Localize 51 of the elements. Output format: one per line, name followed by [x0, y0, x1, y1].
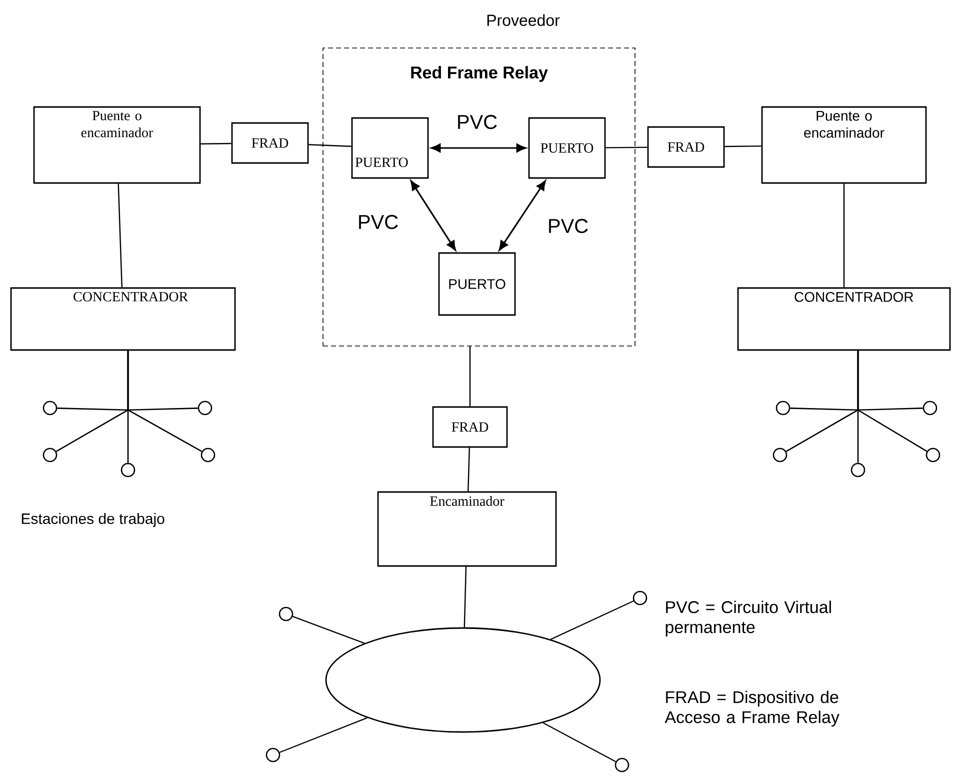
workstation-circle: [266, 748, 280, 762]
workstation-circle: [850, 462, 866, 478]
edge-label: PVC: [546, 218, 590, 234]
workstation-circle: [200, 448, 216, 462]
workstation-circle: [922, 400, 938, 416]
legend-note: FRAD = Dispositivo de Acceso a Frame Relay: [664, 690, 840, 727]
edge-label: PVC: [356, 214, 400, 230]
connector-line: [724, 145, 762, 148]
connector-line: [468, 448, 470, 492]
device-box: CONCENTRADOR: [10, 287, 236, 351]
device-box: CONCENTRADOR: [737, 287, 951, 351]
device-box: PUERTO: [438, 252, 516, 316]
device-box: Puente o encaminador: [33, 106, 201, 184]
workstation-circle: [42, 448, 58, 462]
workstation-circle: [632, 590, 648, 606]
device-box: Encaminador: [377, 491, 557, 567]
connector-line: [550, 600, 634, 640]
arrow: [410, 180, 456, 251]
workstation-circle: [614, 758, 630, 772]
connector-line: [200, 142, 232, 144]
device-box: FRAD: [432, 406, 508, 448]
device-box: PUERTO: [528, 117, 606, 179]
connector-line: [606, 146, 648, 148]
arrow: [430, 144, 526, 152]
workstation-circle: [926, 448, 940, 462]
workstation-circle: [120, 462, 136, 478]
legend-note: PVC = Circuito Virtual permanente: [666, 600, 831, 637]
caption-text: Estaciones de trabajo: [22, 513, 164, 527]
connector-line: [857, 350, 928, 452]
workstation-circle: [278, 606, 294, 622]
network-ellipse: [325, 627, 601, 733]
connector-line: [308, 144, 352, 147]
workstation-circle: [772, 448, 788, 462]
device-box: Puente o encaminador: [761, 106, 927, 184]
connector-line: [279, 717, 368, 753]
node-label: Proveedor: [487, 14, 560, 26]
connector-line: [843, 184, 845, 288]
edge-label: PVC: [455, 114, 499, 130]
workstation-circle: [42, 400, 58, 416]
workstation-circle: [776, 400, 790, 416]
connector-line: [292, 616, 365, 644]
connector-line: [127, 350, 202, 452]
device-box: PUERTO: [351, 117, 429, 179]
connector-line: [118, 184, 123, 288]
arrow: [498, 180, 546, 251]
device-box: FRAD: [647, 126, 725, 168]
connector-line: [469, 346, 471, 406]
device-box: FRAD: [231, 122, 309, 164]
workstation-circle: [198, 400, 212, 416]
connector-line: [464, 566, 467, 628]
connector-line: [542, 722, 616, 762]
